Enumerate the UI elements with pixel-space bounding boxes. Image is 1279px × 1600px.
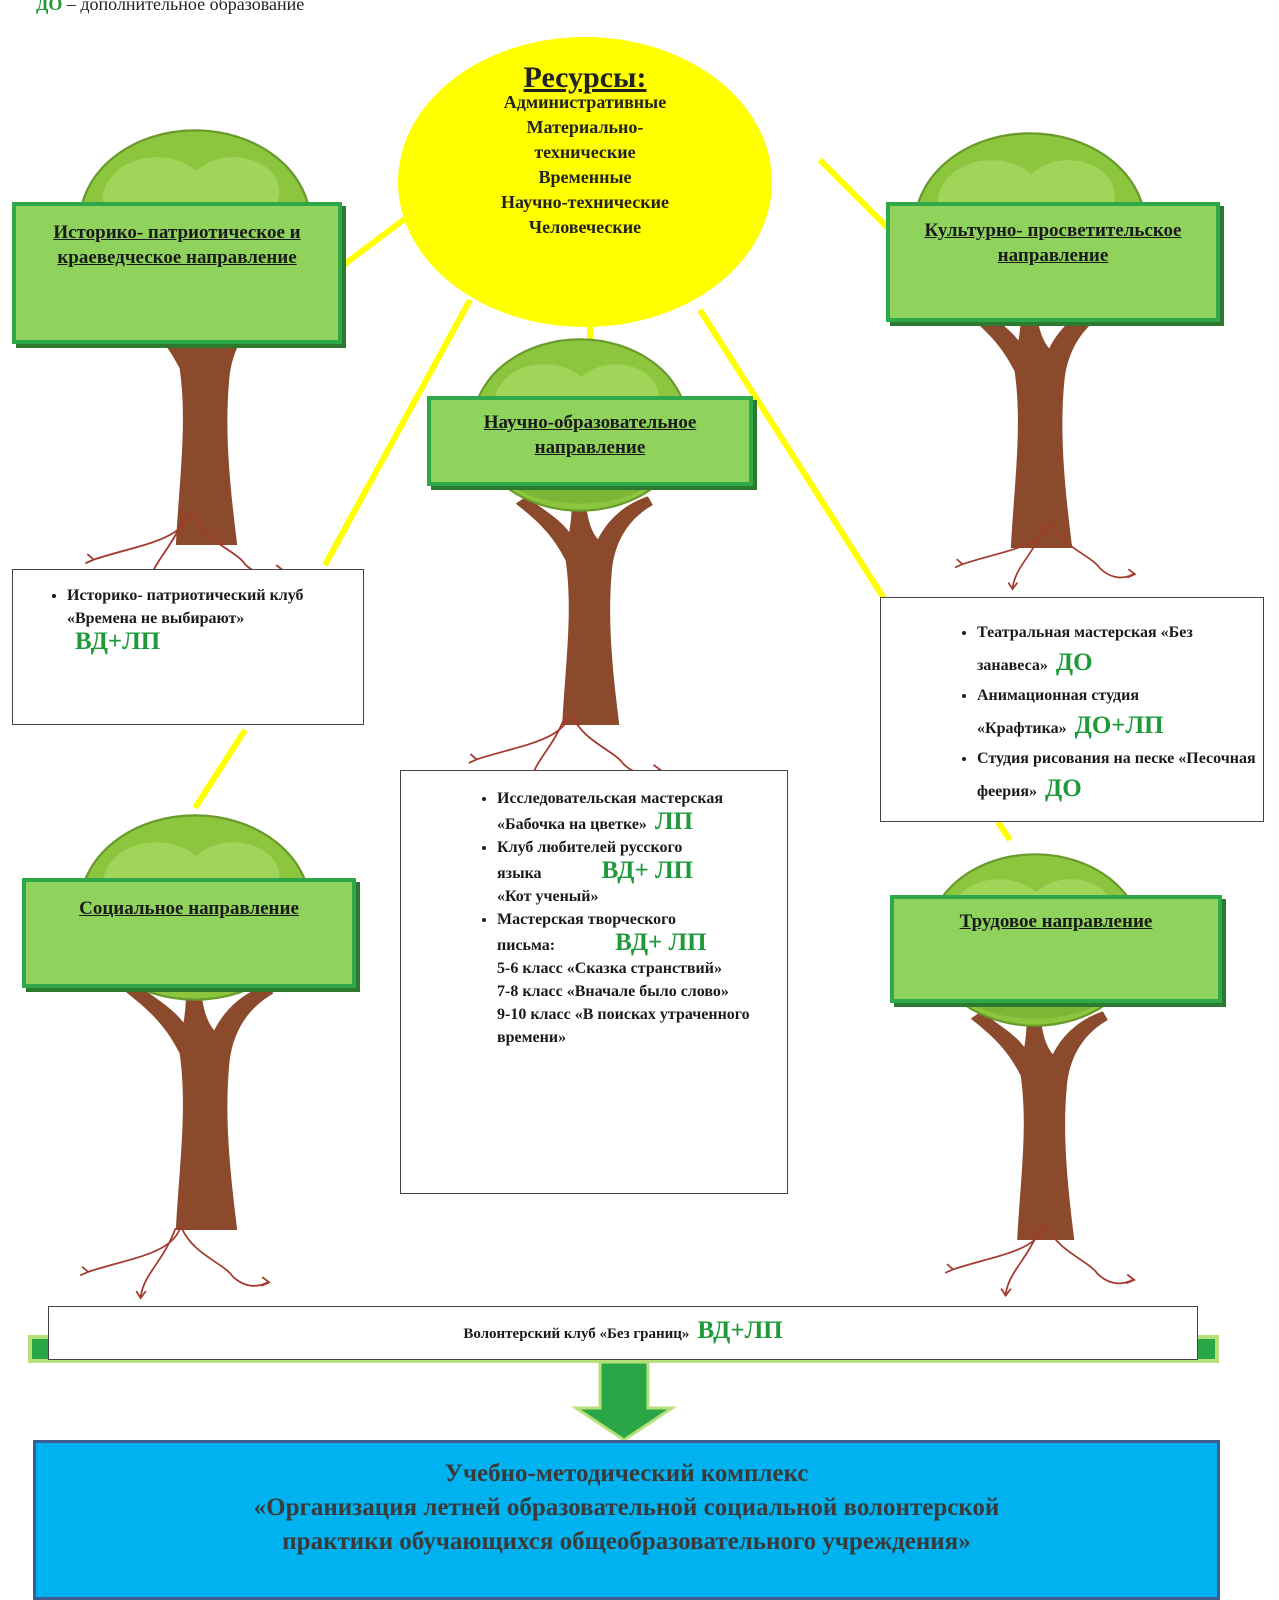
direction-social: Социальное направление <box>22 878 356 988</box>
volunteer-tag: ВД+ЛП <box>697 1317 783 1344</box>
resources-item: Научно-технические <box>501 192 669 212</box>
direction-cultural-label: Культурно- просветительское направление <box>924 220 1182 266</box>
roots-social <box>79 1227 271 1300</box>
direction-historical: Историко- патриотическое и краеведческое… <box>12 202 342 344</box>
list-item: Театральная мастерская «Без занавеса»ДО <box>977 618 1263 681</box>
umk-line: «Организация летней образовательной соци… <box>253 1494 1000 1521</box>
activity-line: 7-8 класс «Вначале было слово» <box>497 983 729 1000</box>
direction-labor: Трудовое направление <box>890 895 1222 1003</box>
resources-ellipse <box>398 37 772 327</box>
direction-scientific: Научно-образовательное направление <box>427 396 753 486</box>
direction-cultural: Культурно- просветительское направление <box>886 202 1220 322</box>
activity-tag: ДО <box>1055 649 1093 676</box>
activity-name: письма: <box>497 937 556 954</box>
list-item: Клуб любителей русского языка ВД+ ЛП «Кот… <box>497 836 769 908</box>
direction-scientific-label: Научно-образовательное направление <box>483 412 697 458</box>
activity-tag: ДО <box>1045 775 1082 802</box>
activity-name: языка <box>497 865 542 882</box>
activity-line: 5-6 класс «Сказка странствий» <box>497 960 722 977</box>
direction-historical-label: Историко- патриотическое и краеведческое… <box>53 222 301 268</box>
direction-social-label: Социальное направление <box>79 898 299 919</box>
activity-name: Студия рисования на песке «Песочная феер… <box>977 750 1256 800</box>
connector-historical-box <box>322 298 473 567</box>
roots-cultural <box>954 521 1136 591</box>
list-item: Историко- патриотический клуб «Времена н… <box>67 584 343 656</box>
activity-name: «Бабочка на цветке» <box>497 816 647 833</box>
tree-cultural <box>913 131 1147 548</box>
activity-name: Анимационная студия «Крафтика» <box>977 687 1140 737</box>
resources-item: Человеческие <box>528 217 642 237</box>
activity-name: Исследовательская мастерская <box>497 790 724 807</box>
activity-name: Клуб любителей русского <box>497 839 683 856</box>
legend: ДО – дополнительное образование <box>36 0 304 15</box>
list-item: Анимационная студия «Крафтика»ДО+ЛП <box>977 681 1263 744</box>
activity-tag: ЛП <box>654 808 693 835</box>
volunteer-text: Волонтерский клуб «Без границ» <box>463 1326 690 1342</box>
umk-line: Учебно-методический комплекс <box>444 1460 809 1487</box>
activity-name: «Кот ученый» <box>497 888 599 905</box>
legend-abbr: ДО <box>36 0 63 14</box>
connector-cultural-box <box>697 308 888 602</box>
legend-text: – дополнительное образование <box>62 0 305 14</box>
scientific-activities-box: Исследовательская мастерская «Бабочка на… <box>400 770 788 1194</box>
activity-name: Театральная мастерская «Без занавеса» <box>977 624 1193 674</box>
activity-tag: ВД+ ЛП <box>601 857 694 884</box>
resources-item: Временные <box>538 167 632 187</box>
activity-line: 9-10 класс «В поисках утраченного времен… <box>497 1006 750 1046</box>
resources: Ресурсы: Административные Материально- т… <box>410 61 760 240</box>
resources-title: Ресурсы: <box>523 61 647 94</box>
umk-box: Учебно-методический комплекс «Организаци… <box>33 1440 1220 1600</box>
connector-labor <box>995 820 1013 842</box>
resources-item: Административные <box>503 92 667 112</box>
roots-labor <box>944 1224 1136 1297</box>
historical-activities-box: Историко- патриотический клуб «Времена н… <box>12 569 364 725</box>
activity-name: Мастерская творческого <box>497 911 676 928</box>
cultural-activities-box: Театральная мастерская «Без занавеса»ДО … <box>880 597 1264 822</box>
down-arrow-icon <box>571 1360 677 1442</box>
direction-labor-label: Трудовое направление <box>959 911 1153 932</box>
activity-name: Историко- патриотический клуб «Времена н… <box>67 587 304 627</box>
resources-item: технические <box>534 142 636 162</box>
activity-tag: ВД+ ЛП <box>615 929 707 956</box>
connector-social <box>192 728 248 810</box>
activity-tag: ДО+ЛП <box>1074 712 1164 739</box>
resources-item: Материально- <box>526 117 644 137</box>
umk-line: практики обучающихся общеобразовательног… <box>282 1528 971 1555</box>
list-item: Студия рисования на песке «Песочная феер… <box>977 744 1263 807</box>
activity-tag: ВД+ЛП <box>75 628 161 655</box>
volunteer-box: Волонтерский клуб «Без границ» ВД+ЛП <box>48 1306 1198 1360</box>
list-item: Мастерская творческого письма: ВД+ ЛП 5-6… <box>497 908 769 1049</box>
list-item: Исследовательская мастерская «Бабочка на… <box>497 787 769 836</box>
